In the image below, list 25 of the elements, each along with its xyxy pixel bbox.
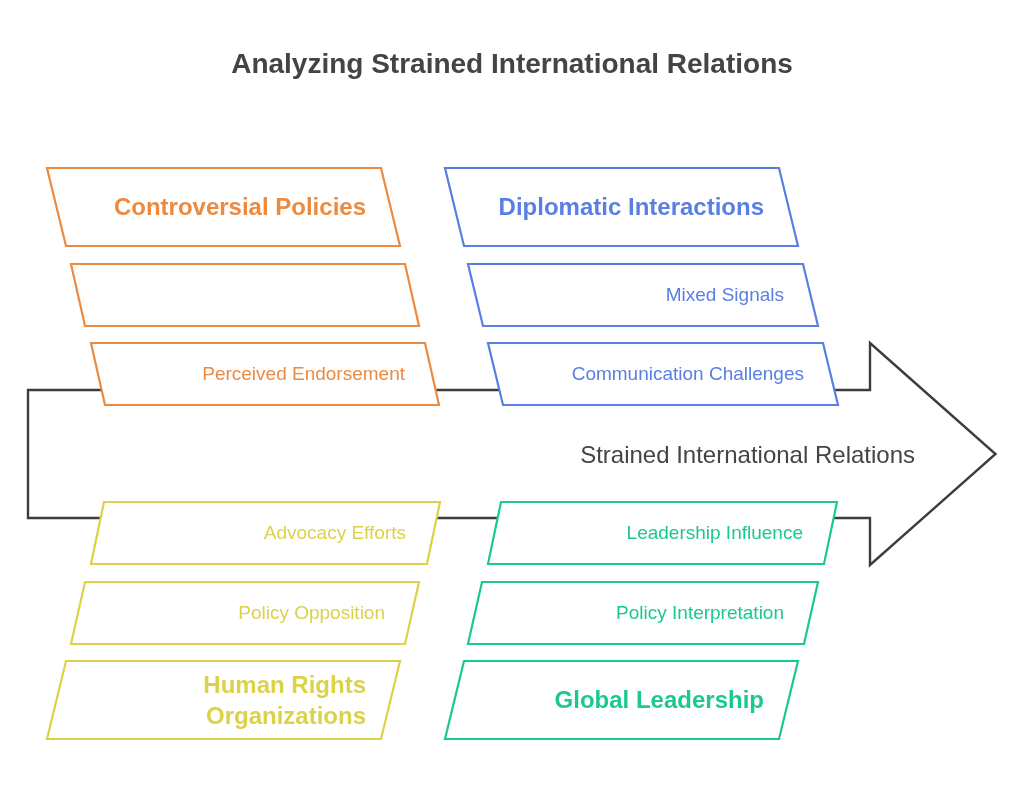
cause-label: Policy Opposition xyxy=(238,600,385,625)
cause-label: Mixed Signals xyxy=(665,282,784,307)
parallelogram-box xyxy=(467,581,819,645)
parallelogram-box xyxy=(70,263,420,327)
parallelogram-box xyxy=(46,167,401,247)
cause-label: Communication Challenges xyxy=(571,361,804,386)
category-heading: Diplomatic Interactions xyxy=(498,192,764,223)
effect-label: Strained International Relations xyxy=(580,440,915,470)
parallelogram-box xyxy=(487,342,839,406)
parallelogram-box xyxy=(444,660,799,740)
parallelogram-box xyxy=(487,501,838,565)
parallelogram-box xyxy=(444,167,799,247)
cause-label: Leadership Influence xyxy=(626,520,803,545)
category-heading: Human Rights Organizations xyxy=(202,669,366,731)
category-heading: Controversial Policies xyxy=(113,192,366,223)
parallelogram-box xyxy=(70,581,420,645)
parallelogram-box xyxy=(90,501,441,565)
parallelogram-box xyxy=(46,660,401,740)
parallelogram-box xyxy=(90,342,440,406)
category-heading: Global Leadership xyxy=(554,685,764,716)
cause-label: Perceived Endorsement xyxy=(202,361,405,386)
cause-label: Advocacy Efforts xyxy=(263,520,406,545)
diagram-title: Analyzing Strained International Relations xyxy=(231,48,793,79)
cause-label: Policy Interpretation xyxy=(616,600,784,625)
parallelogram-box xyxy=(467,263,819,327)
